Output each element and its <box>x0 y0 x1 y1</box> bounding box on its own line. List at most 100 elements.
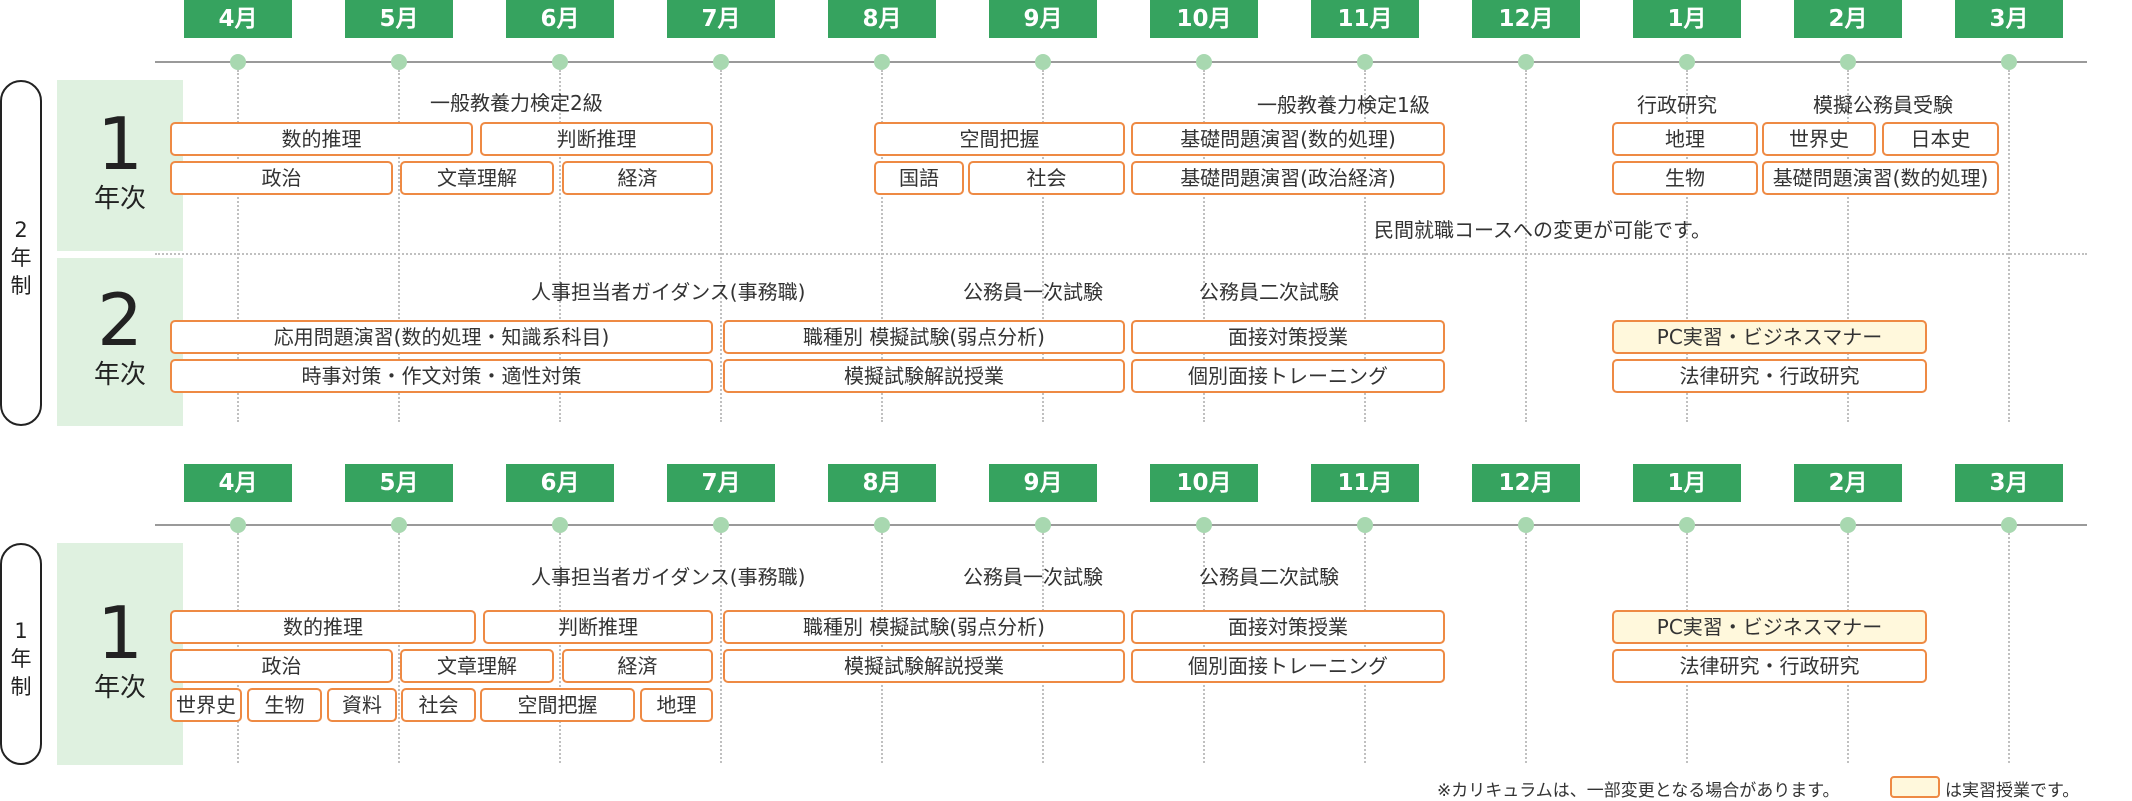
timeline-dot <box>874 54 890 70</box>
course-box: 生物 <box>247 688 322 722</box>
month-jun: 6月 <box>506 0 614 38</box>
month-apr: 4月 <box>184 0 292 38</box>
month-nov: 11月 <box>1311 0 1419 38</box>
month-jan: 1月 <box>1633 464 1741 502</box>
month-sep: 9月 <box>989 464 1097 502</box>
course-box: 面接対策授業 <box>1131 610 1445 644</box>
month-feb: 2月 <box>1794 0 1902 38</box>
month-gridline <box>881 70 883 422</box>
course-box: 社会 <box>401 688 476 722</box>
month-gridline <box>237 70 239 422</box>
timeline-dot <box>1196 517 1212 533</box>
course-box: 基礎問題演習(数的処理) <box>1762 161 1999 195</box>
course-box: 経済 <box>562 161 713 195</box>
course-box: 判断推理 <box>480 122 713 156</box>
month-gridline <box>237 533 239 763</box>
month-gridline <box>1525 533 1527 763</box>
course-box: 政治 <box>170 161 393 195</box>
course-box: 地理 <box>640 688 713 722</box>
month-gridline <box>559 70 561 422</box>
practical-box: PC実習・ビジネスマナー <box>1612 320 1927 354</box>
year-label: 年次 <box>93 673 146 703</box>
course-box: 経済 <box>562 649 713 683</box>
timeline-dot <box>391 54 407 70</box>
timeline-dot <box>1840 517 1856 533</box>
timeline-dot <box>1840 54 1856 70</box>
event-label: 一般教養力検定2級 <box>430 91 603 115</box>
month-gridline <box>1203 70 1205 422</box>
timeline-axis-top <box>155 61 2087 63</box>
legend-swatch <box>1890 776 1940 798</box>
timeline-dot <box>2001 54 2017 70</box>
course-box: 基礎問題演習(政治経済) <box>1131 161 1445 195</box>
month-gridline <box>398 70 400 422</box>
event-label: 公務員一次試験 <box>963 280 1103 304</box>
month-feb: 2月 <box>1794 464 1902 502</box>
month-mar: 3月 <box>1955 0 2063 38</box>
course-box: 世界史 <box>170 688 242 722</box>
month-gridline <box>1525 70 1527 422</box>
course-box: 職種別 模擬試験(弱点分析) <box>723 610 1125 644</box>
timeline-axis-bottom <box>155 524 2087 526</box>
month-gridline <box>1042 70 1044 422</box>
month-jul: 7月 <box>667 464 775 502</box>
course-box: 資料 <box>327 688 397 722</box>
course-box: 基礎問題演習(数的処理) <box>1131 122 1445 156</box>
course-box: 個別面接トレーニング <box>1131 359 1445 393</box>
timeline-dot <box>230 54 246 70</box>
month-gridline <box>559 533 561 763</box>
month-gridline <box>1203 533 1205 763</box>
year-number: 1 <box>97 591 143 675</box>
month-aug: 8月 <box>828 0 936 38</box>
course-box: 模擬試験解説授業 <box>723 359 1125 393</box>
month-sep: 9月 <box>989 0 1097 38</box>
month-oct: 10月 <box>1150 0 1258 38</box>
timeline-dot <box>1679 54 1695 70</box>
timeline-dot <box>1357 517 1373 533</box>
month-nov: 11月 <box>1311 464 1419 502</box>
month-may: 5月 <box>345 464 453 502</box>
event-label: 公務員二次試験 <box>1199 565 1339 589</box>
change-note: 民間就職コースへの変更が可能です。 <box>1374 218 1711 242</box>
course-box: 生物 <box>1612 161 1758 195</box>
month-gridline <box>398 533 400 763</box>
month-dec: 12月 <box>1472 464 1580 502</box>
month-apr: 4月 <box>184 464 292 502</box>
year-number: 2 <box>97 278 143 362</box>
course-box: 文章理解 <box>400 161 554 195</box>
timeline-dot <box>2001 517 2017 533</box>
month-gridline <box>2008 70 2010 422</box>
course-box: 模擬試験解説授業 <box>723 649 1125 683</box>
month-oct: 10月 <box>1150 464 1258 502</box>
timeline-dot <box>1518 517 1534 533</box>
year-box-1: 1 年次 <box>57 80 183 251</box>
month-gridline <box>1847 533 1849 763</box>
course-box: 地理 <box>1612 122 1758 156</box>
month-gridline <box>881 533 883 763</box>
timeline-dot <box>552 517 568 533</box>
month-gridline <box>1686 70 1688 422</box>
timeline-dot <box>1679 517 1695 533</box>
month-gridline <box>720 533 722 763</box>
event-label: 行政研究 <box>1637 93 1717 117</box>
timeline-dot <box>230 517 246 533</box>
month-gridline <box>720 70 722 422</box>
course-box: 国語 <box>874 161 964 195</box>
year-label: 年次 <box>93 184 146 214</box>
footer-note: ※カリキュラムは、一部変更となる場合があります。 <box>1437 781 1840 801</box>
timeline-dot <box>552 54 568 70</box>
timeline-dot <box>1357 54 1373 70</box>
timeline-dot <box>1196 54 1212 70</box>
course-box: 法律研究・行政研究 <box>1612 649 1927 683</box>
practical-box: PC実習・ビジネスマナー <box>1612 610 1927 644</box>
course-box: 空間把握 <box>874 122 1125 156</box>
year-box-1: 1 年次 <box>57 543 183 765</box>
month-gridline <box>1364 70 1366 422</box>
timeline-dot <box>1035 517 1051 533</box>
